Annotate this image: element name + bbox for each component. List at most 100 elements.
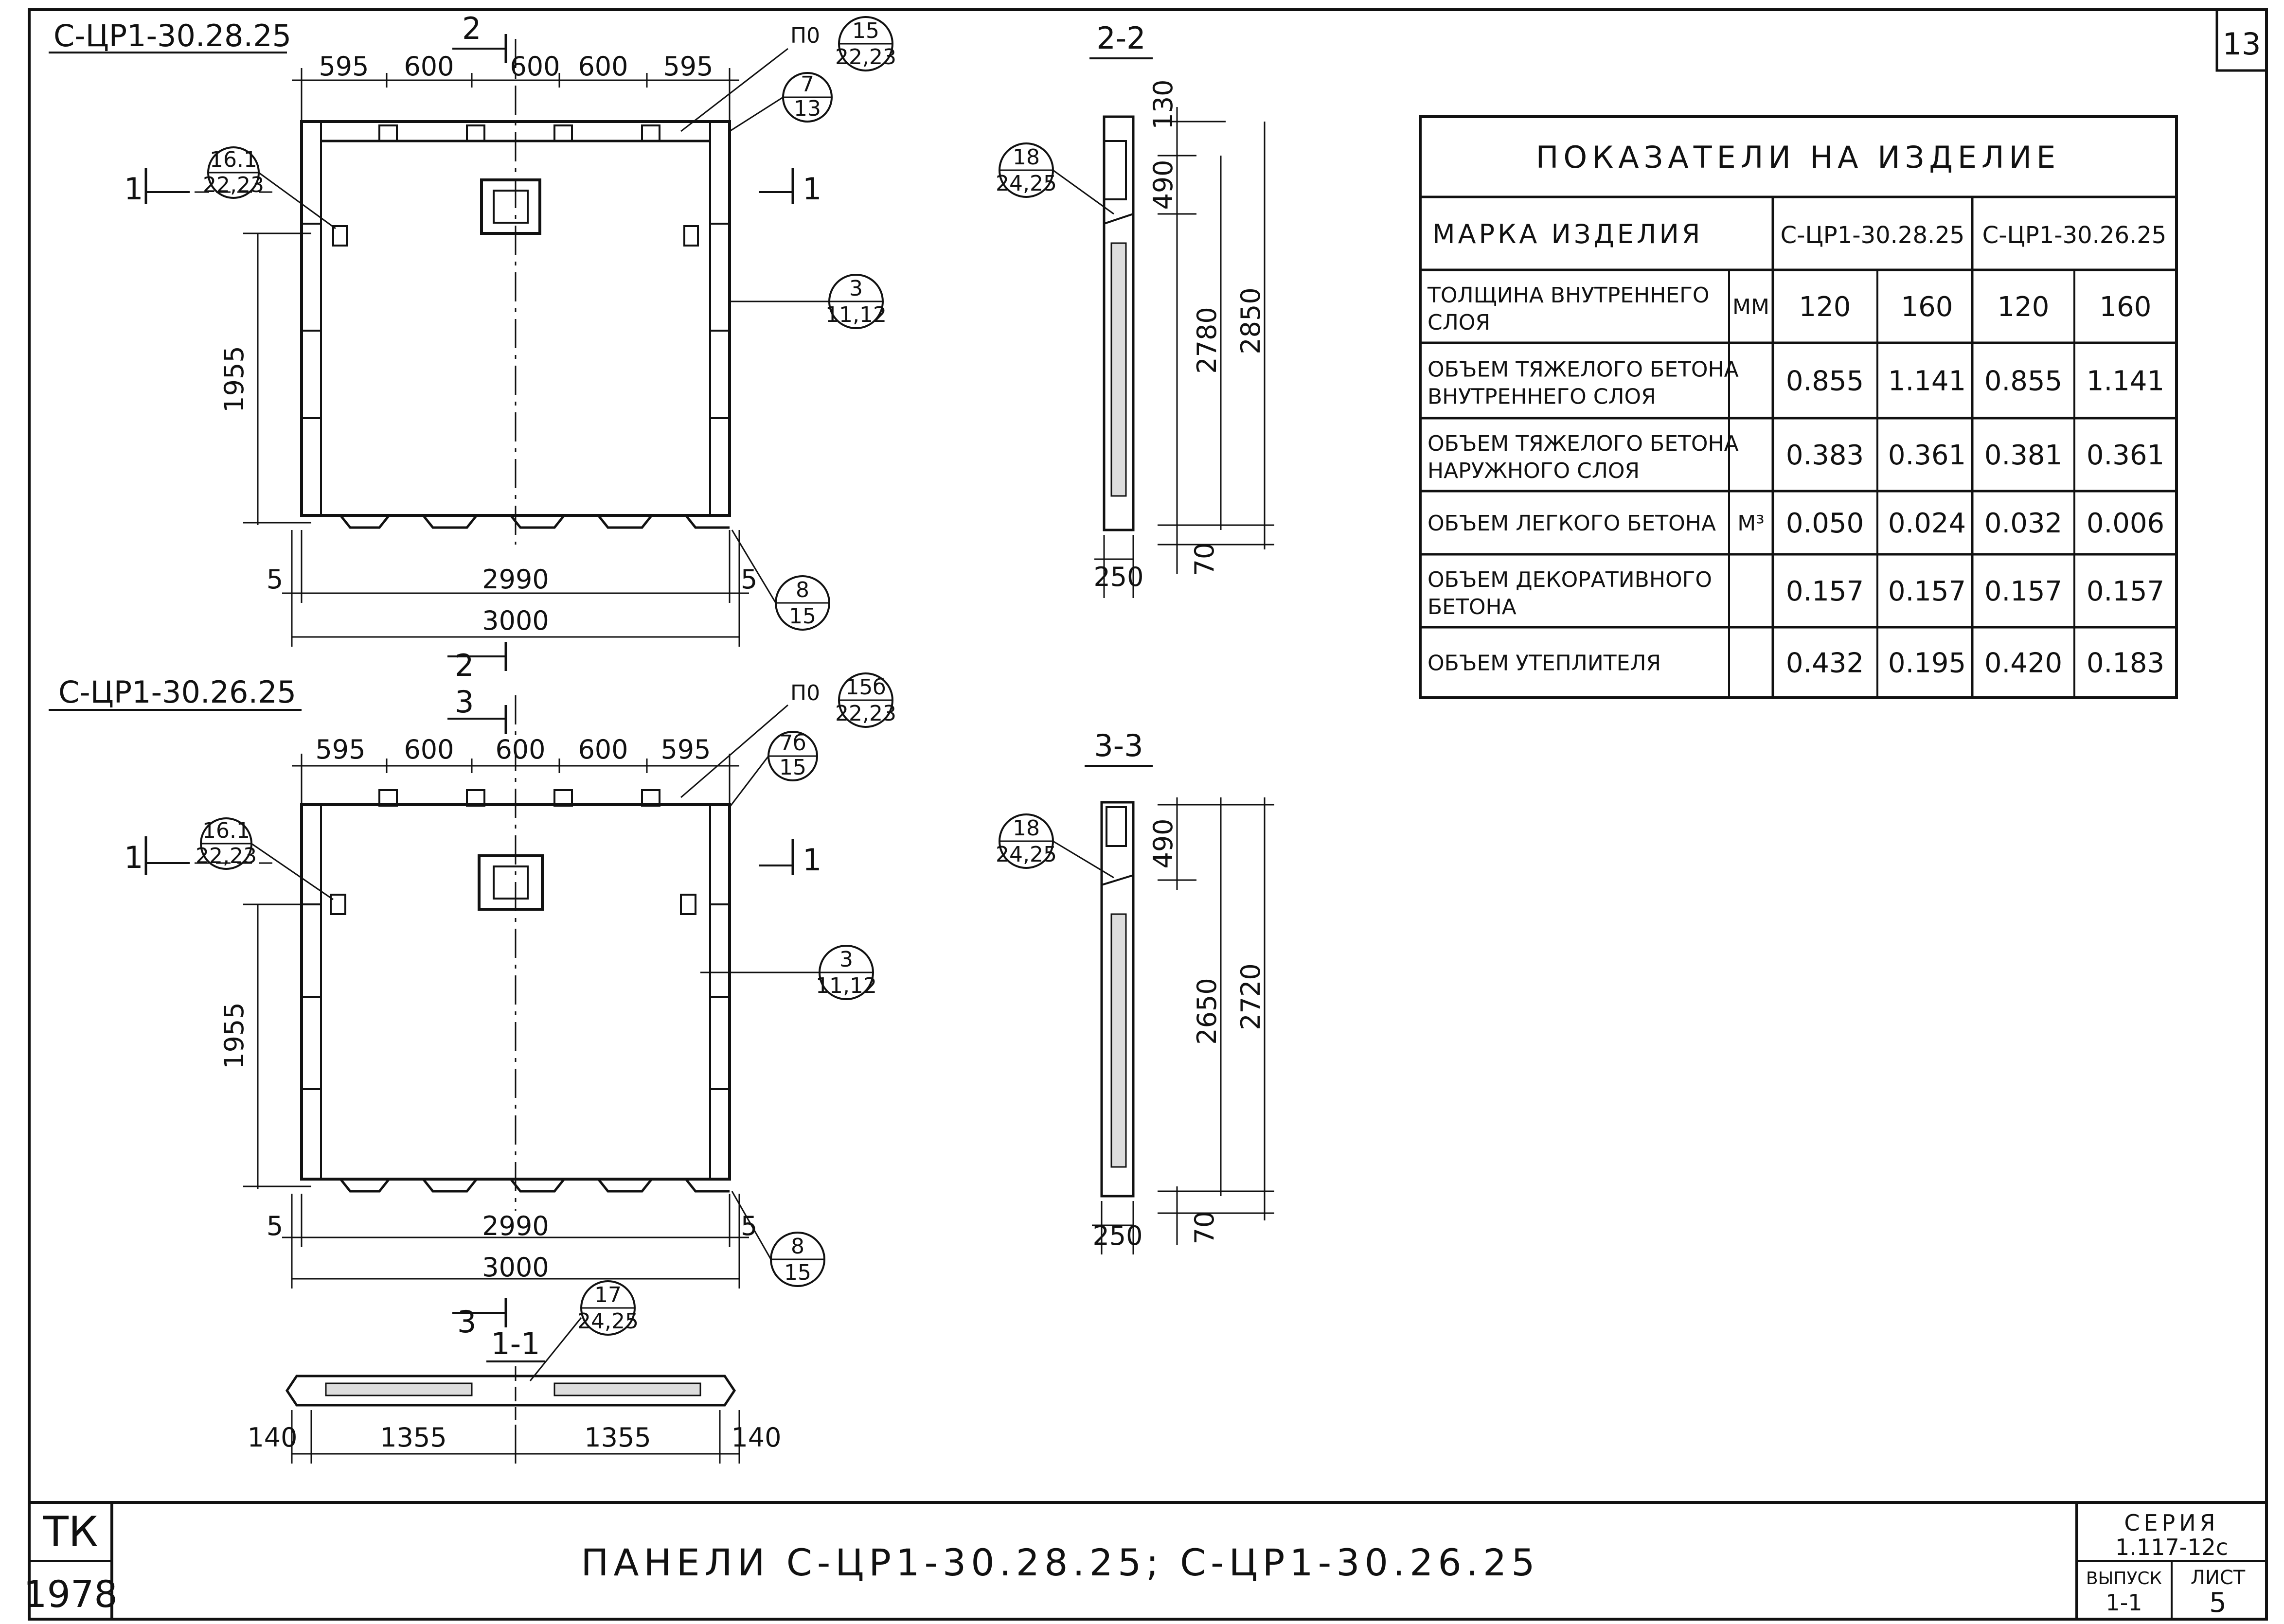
svg-text:13: 13 bbox=[794, 96, 821, 121]
table-row-4-label-2: БЕТОНА bbox=[1428, 595, 1517, 619]
svg-text:16.1: 16.1 bbox=[210, 147, 257, 172]
top-bottom-inner-dim: 2990 bbox=[482, 564, 549, 595]
svg-text:24,25: 24,25 bbox=[996, 171, 1057, 196]
table-row-3-unit: М³ bbox=[1737, 511, 1765, 536]
callout-7b: 7б 15 bbox=[729, 731, 818, 808]
bottom-section-1-left: 1 bbox=[124, 840, 143, 875]
bottom-top-dim-3: 600 bbox=[495, 734, 545, 765]
svg-text:18: 18 bbox=[1013, 816, 1040, 841]
drawing-title: ПАНЕЛИ С-ЦР1-30.28.25; С-ЦР1-30.26.25 bbox=[581, 1541, 1539, 1584]
sheet-number-box bbox=[2215, 8, 2268, 72]
section-3-3: 3-3 490 2650 2720 70 250 18 24,25 bbox=[996, 728, 1274, 1254]
svg-text:22,23: 22,23 bbox=[835, 45, 896, 70]
table-cell: 1.141 bbox=[2087, 366, 2164, 397]
table-cell: 0.006 bbox=[2087, 508, 2164, 539]
s11-dim-140-right: 140 bbox=[731, 1422, 781, 1453]
bottom-top-dim-4: 600 bbox=[578, 734, 628, 765]
s22-dim-250: 250 bbox=[1093, 562, 1143, 592]
table-cell: 0.381 bbox=[1984, 440, 2062, 471]
sheet-corner-number: 13 bbox=[2223, 26, 2261, 62]
table-cell: 120 bbox=[1998, 291, 2050, 323]
s11-callout-17: 17 24,25 bbox=[529, 1280, 639, 1381]
top-edge-right-dim: 5 bbox=[741, 564, 757, 595]
bottom-top-dim-1: 595 bbox=[315, 734, 365, 765]
table-row-0-label-2: СЛОЯ bbox=[1428, 310, 1490, 335]
svg-text:24,25: 24,25 bbox=[996, 842, 1057, 867]
table-cell: 0.420 bbox=[1984, 648, 2062, 679]
title-block: ТК 1978 ПАНЕЛИ С-ЦР1-30.28.25; С-ЦР1-30.… bbox=[23, 1501, 2266, 1619]
top-left-dim: 1955 bbox=[219, 346, 250, 412]
svg-text:П0: П0 bbox=[790, 681, 820, 706]
table-row-1-label: ОБЪЕМ ТЯЖЕЛОГО БЕТОНА bbox=[1428, 357, 1739, 382]
section-2-2: 2-2 130 490 2780 2850 70 250 18 24,25 bbox=[996, 20, 1274, 598]
org-year: 1978 bbox=[23, 1572, 117, 1616]
callout-16-1: 16.1 22,23 bbox=[203, 146, 336, 229]
svg-text:17: 17 bbox=[594, 1283, 622, 1307]
s11-dim-1355-right: 1355 bbox=[584, 1422, 651, 1453]
top-dim-4: 600 bbox=[578, 51, 628, 82]
section-1-1: 1-1 3 140 1355 1355 140 17 24,25 bbox=[247, 1280, 782, 1464]
s11-dim-140-left: 140 bbox=[247, 1422, 297, 1453]
table-cell: 0.024 bbox=[1888, 508, 1966, 539]
svg-text:15: 15 bbox=[784, 1260, 811, 1285]
table-row-3-label: ОБЪЕМ ЛЕГКОГО БЕТОНА bbox=[1428, 511, 1716, 536]
callout-8: 8 15 bbox=[731, 530, 830, 631]
s11-dim-1355-left: 1355 bbox=[380, 1422, 446, 1453]
callout-3: 3 11,12 bbox=[730, 274, 887, 329]
svg-text:22,23: 22,23 bbox=[196, 844, 257, 868]
bottom-panel-drawing: С-ЦР1-30.26.25 595 600 600 600 595 2 bbox=[49, 642, 896, 1289]
table-row-4-label: ОБЪЕМ ДЕКОРАТИВНОГО bbox=[1428, 567, 1712, 592]
callout-7: 7 13 bbox=[729, 72, 833, 132]
s33-dim-2650: 2650 bbox=[1192, 978, 1222, 1044]
table-row-2-label: ОБЪЕМ ТЯЖЕЛОГО БЕТОНА bbox=[1428, 431, 1739, 456]
issue-label: ВЫПУСК bbox=[2086, 1569, 2162, 1589]
table-cell: 0.157 bbox=[1984, 576, 2062, 607]
callout-15: П0 15 22,23 bbox=[680, 16, 896, 132]
table-cell: 0.855 bbox=[1786, 366, 1864, 397]
table-cell: 1.141 bbox=[1888, 366, 1966, 397]
top-panel-mark: С-ЦР1-30.28.25 bbox=[54, 18, 291, 53]
svg-text:8: 8 bbox=[791, 1234, 804, 1259]
table-cell: 0.855 bbox=[1984, 366, 2062, 397]
table-cell: 0.361 bbox=[2087, 440, 2164, 471]
top-dim-5: 595 bbox=[663, 51, 713, 82]
sheet-value: 5 bbox=[2209, 1587, 2227, 1619]
top-panel-drawing: С-ЦР1-30.28.25 595 bbox=[49, 11, 896, 647]
top-section-1-right: 1 bbox=[803, 171, 821, 207]
bottom-edge-right-dim: 5 bbox=[741, 1211, 757, 1241]
table-cell: 0.157 bbox=[2087, 576, 2164, 607]
top-dim-2: 600 bbox=[404, 51, 454, 82]
callout-15b: П0 15б 22,23 bbox=[680, 672, 896, 798]
top-edge-left-dim: 5 bbox=[267, 564, 283, 595]
svg-text:15б: 15б bbox=[845, 675, 886, 700]
s22-dim-490: 490 bbox=[1148, 159, 1178, 210]
top-bottom-outer-dim: 3000 bbox=[482, 605, 549, 636]
table-col-mark-1: С-ЦР1-30.28.25 bbox=[1781, 222, 1965, 249]
s22-dim-70: 70 bbox=[1189, 543, 1220, 576]
bottom-top-dim-2: 600 bbox=[404, 734, 454, 765]
org-mark: ТК bbox=[42, 1508, 98, 1556]
svg-text:18: 18 bbox=[1013, 145, 1040, 170]
svg-text:3: 3 bbox=[849, 276, 863, 301]
table-cell: 160 bbox=[2100, 291, 2152, 323]
s33-dim-490: 490 bbox=[1148, 818, 1178, 868]
table-cell: 0.157 bbox=[1786, 576, 1864, 607]
svg-text:24,25: 24,25 bbox=[577, 1309, 639, 1334]
callout-16-1-b: 16.1 22,23 bbox=[196, 817, 334, 900]
top-dim-3: 600 bbox=[510, 51, 560, 82]
table-cell: 0.050 bbox=[1786, 508, 1864, 539]
bottom-top-dim-5: 595 bbox=[660, 734, 711, 765]
bottom-panel-mark: С-ЦР1-30.26.25 bbox=[58, 674, 296, 710]
bottom-section-3-mark: 3 bbox=[455, 684, 474, 720]
svg-text:П0: П0 bbox=[790, 23, 820, 48]
s22-dim-130: 130 bbox=[1148, 79, 1178, 129]
table-cell: 0.432 bbox=[1786, 648, 1864, 679]
table-cell: 0.195 bbox=[1888, 648, 1966, 679]
bottom-bottom-outer-dim: 3000 bbox=[482, 1252, 549, 1283]
svg-text:15: 15 bbox=[789, 604, 816, 629]
table-cell: 0.361 bbox=[1888, 440, 1966, 471]
section-1-1-mark: 3 bbox=[457, 1304, 476, 1340]
table-row-5-label: ОБЪЕМ УТЕПЛИТЕЛЯ bbox=[1428, 651, 1661, 676]
table-mark-label: МАРКА ИЗДЕЛИЯ bbox=[1432, 219, 1703, 249]
